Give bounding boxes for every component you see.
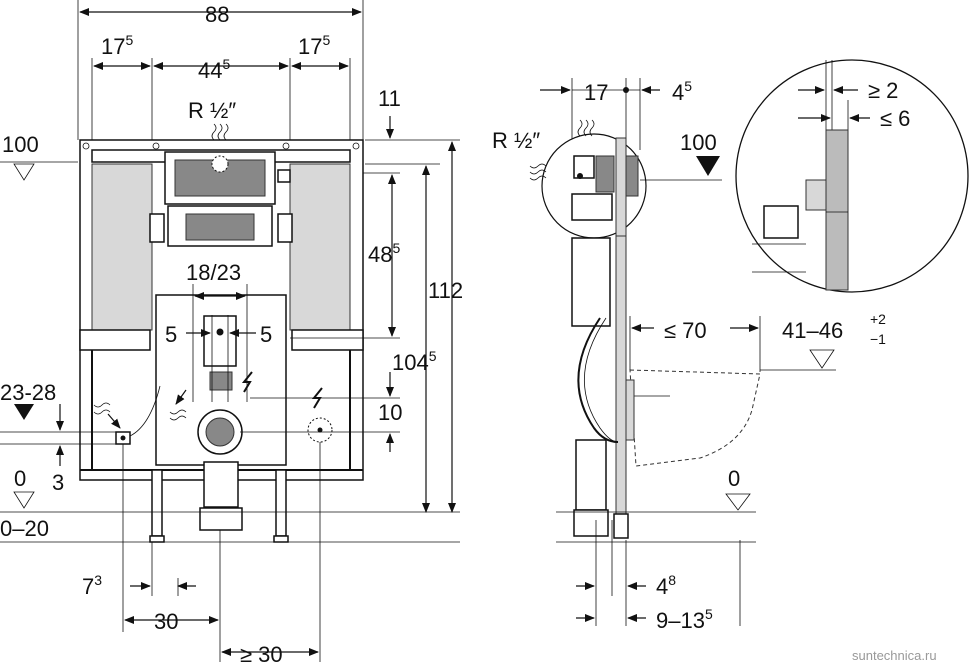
dim-five-right-label: 5 [260,322,272,347]
detail-dim-ge2-label: ≥ 2 [868,78,898,103]
dim-ten-label: 10 [378,400,402,425]
dim-bottom-left-label: 73 [82,572,102,599]
detail-circle [735,59,969,293]
level-0-label: 0 [14,466,26,491]
level-020-label: 0–20 [0,516,49,541]
frame-panel-left [91,163,153,331]
side-water-label: R ½″ [492,128,540,153]
side-tol-minus-label: −1 [870,331,886,347]
side-level-100-label: 100 [680,130,717,155]
watermark: suntechnica.ru [852,648,937,663]
dim-flush-label: 485 [368,240,400,267]
detail-view: ≥ 2 ≤ 6 [735,59,969,293]
side-dim-17-label: 17 [584,80,608,105]
dim-center-label: 445 [198,56,230,83]
side-dim-913-label: 9–135 [656,606,713,633]
level-marker-2328 [14,404,34,420]
dim-top-label: 11 [378,86,401,111]
dim-bottom-ge30-label: ≥ 30 [240,642,283,666]
front-view: 88 175 445 175 R ½″ 11 [0,0,463,666]
water-inlet-icon [211,123,229,141]
dim-height-label: 112 [428,278,463,303]
dim-left-label: 175 [101,32,133,59]
side-level-marker-0 [725,493,751,511]
dim-five-left-label: 5 [165,322,177,347]
dim-drain-label: 18/23 [186,260,241,285]
water-connection-label: R ½″ [188,98,236,123]
side-view: 17 45 R ½″ 100 ≤ 70 41–46 [492,78,886,633]
level-2328-label: 23-28 [0,380,56,405]
side-dim-48-label: 48 [656,572,676,599]
dim-right-label: 175 [298,32,330,59]
dim-height2-label: 1045 [392,348,437,375]
level-100-label: 100 [2,132,39,157]
frame-panel-right [289,163,351,331]
dim-bottom-30-label: 30 [154,609,178,634]
side-level-marker-100 [696,156,720,176]
wc-bowl [629,369,761,467]
water-inlet-icon-2 [169,409,187,421]
side-level-0-label: 0 [728,466,740,491]
side-tol-plus-label: +2 [870,311,886,327]
level-3-label: 3 [52,470,64,495]
level-marker-100 [13,163,35,181]
detail-dim-le6-label: ≤ 6 [880,106,910,131]
side-dim-4146-label: 41–46 [782,318,843,343]
side-dim-le70-label: ≤ 70 [664,318,707,343]
side-level-marker-rim [809,349,835,369]
dim-width-label: 88 [205,2,229,27]
side-dim-45-label: 45 [672,78,692,105]
level-marker-0 [13,491,35,509]
